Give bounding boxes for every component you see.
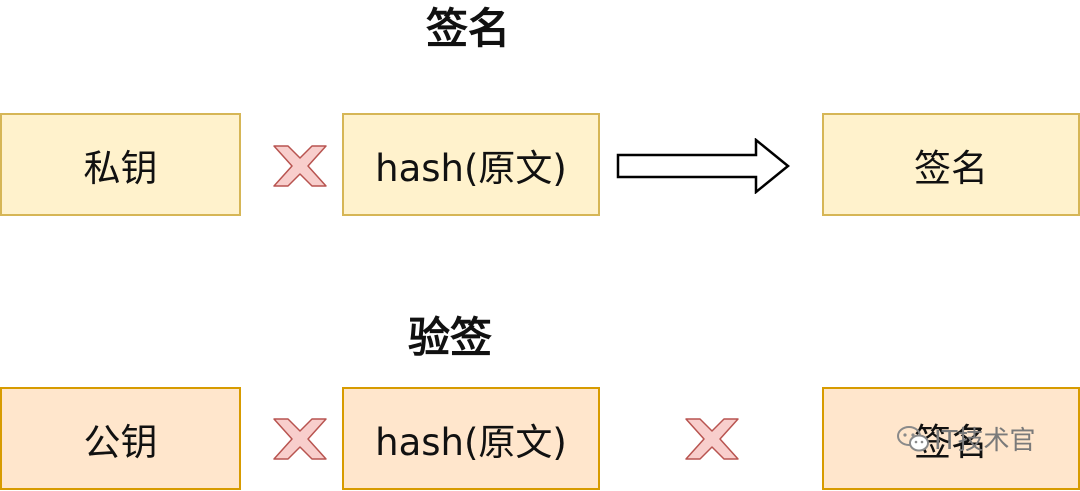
cross-icon — [273, 145, 327, 187]
signature-box-verify: 签名 — [822, 387, 1080, 490]
public-key-label: 公钥 — [83, 420, 158, 464]
private-key-box: 私钥 — [0, 113, 241, 216]
hash-original-label: hash(原文) — [375, 146, 567, 190]
public-key-box: 公钥 — [0, 387, 241, 490]
private-key-label: 私钥 — [83, 146, 158, 190]
wechat-icon — [897, 425, 929, 451]
cross-icon — [685, 418, 739, 460]
signature-box: 签名 — [822, 113, 1080, 216]
cross-icon — [273, 418, 327, 460]
hash-original-box-verify: hash(原文) — [342, 387, 600, 490]
verify-section-title: 验签 — [408, 313, 493, 362]
signature-label: 签名 — [914, 146, 988, 190]
arrow-right-icon — [616, 138, 790, 194]
watermark: IT技术官 — [896, 420, 1036, 457]
watermark-text: IT技术官 — [934, 426, 1036, 456]
hash-original-label-verify: hash(原文) — [375, 420, 567, 464]
hash-original-box: hash(原文) — [342, 113, 600, 216]
sign-section-title: 签名 — [426, 4, 511, 53]
